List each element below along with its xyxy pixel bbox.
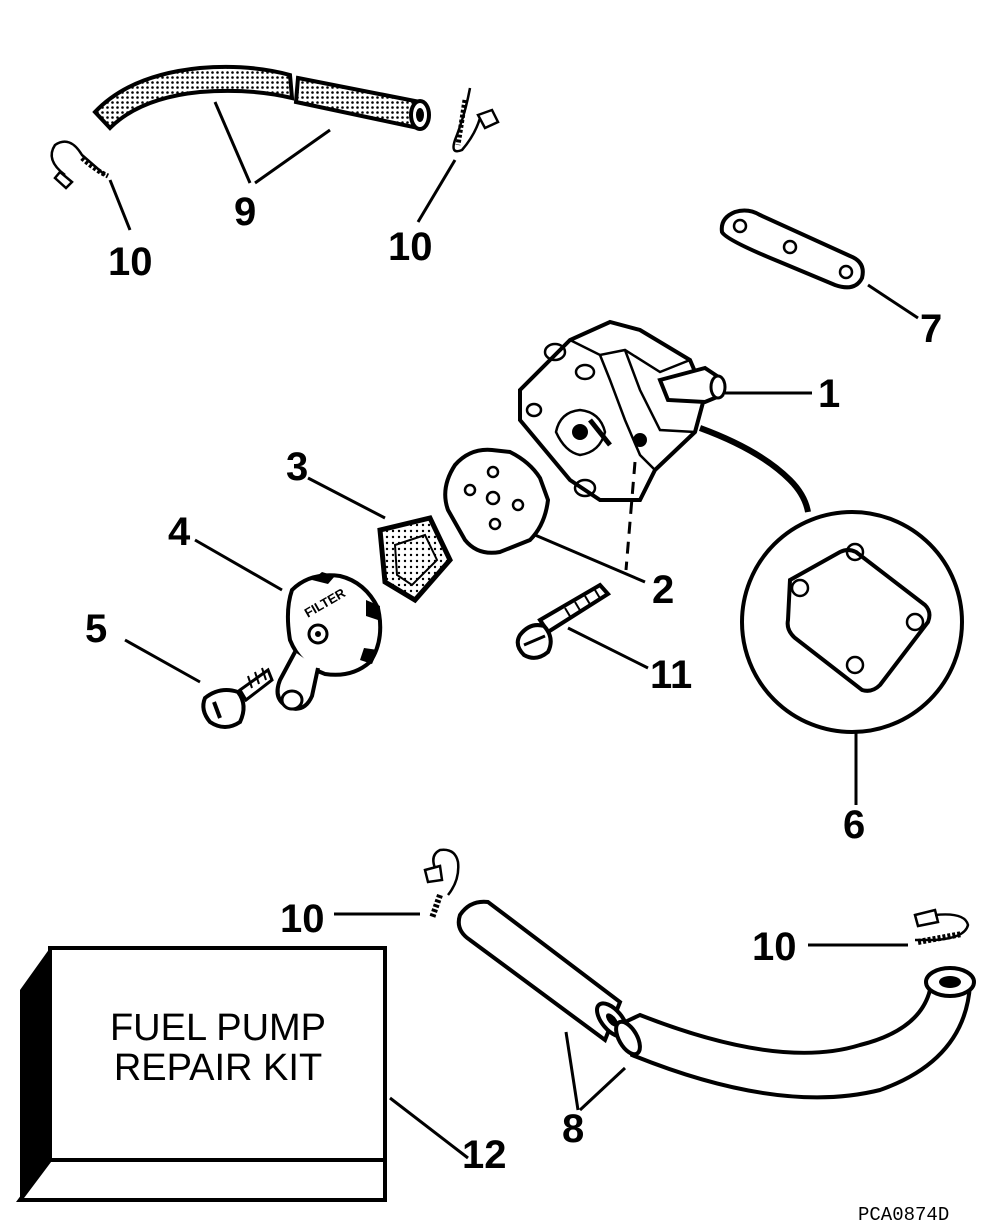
callout-10-lower-left: 10 (280, 897, 325, 941)
callout-7: 7 (920, 307, 942, 351)
callout-11: 11 (650, 653, 692, 697)
pump-mounting-screw (515, 582, 612, 660)
crankcase-mounting-face (740, 510, 964, 734)
callout-2: 2 (652, 568, 674, 612)
gasket-plate (719, 208, 865, 290)
hose-clamp-lower-right (913, 908, 970, 945)
callout-8: 8 (562, 1107, 584, 1151)
figure-code: PCA0874D (858, 1204, 949, 1226)
fuel-pump-body (518, 319, 811, 513)
cover-screw (201, 667, 274, 729)
callout-9: 9 (234, 190, 256, 234)
callout-10-upper-right: 10 (388, 225, 433, 269)
filter-screen (377, 515, 453, 604)
filter-cover: FILTER (275, 572, 383, 711)
hose-clamp-lower-left (423, 848, 460, 919)
callout-12: 12 (462, 1133, 507, 1177)
callout-5: 5 (85, 607, 107, 651)
hose-clamp-upper-left (50, 140, 110, 190)
lower-fuel-hose (456, 899, 976, 1100)
hose-clamp-upper-right (452, 87, 500, 153)
diaphragm (443, 447, 551, 555)
callout-10-upper-left: 10 (108, 240, 153, 284)
upper-fuel-hose (92, 64, 431, 131)
callout-4: 4 (168, 510, 191, 554)
callout-6: 6 (843, 803, 865, 847)
kit-label-line2: REPAIR KIT (114, 1047, 322, 1089)
fuel-pump-repair-kit-box: FUEL PUMP REPAIR KIT (16, 946, 387, 1202)
callout-10-lower-right: 10 (752, 925, 797, 969)
kit-label-line1: FUEL PUMP (110, 1007, 326, 1049)
callout-3: 3 (286, 445, 308, 489)
callout-1: 1 (818, 372, 840, 416)
